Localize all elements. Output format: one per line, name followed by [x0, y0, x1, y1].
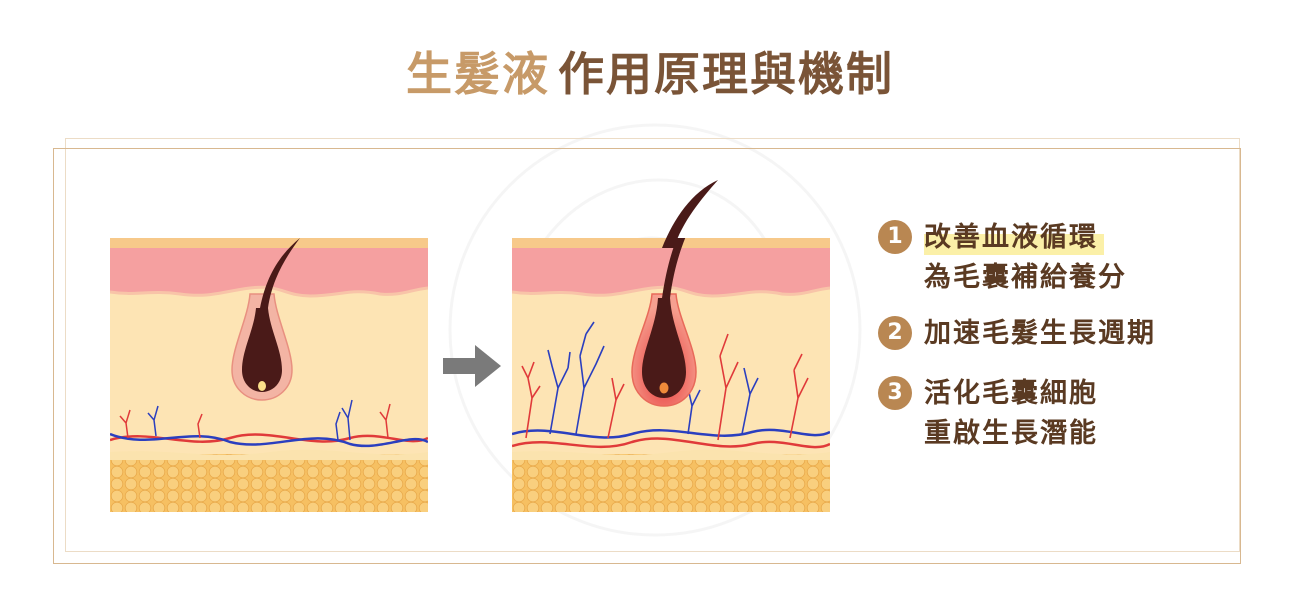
benefit-line: 為毛囊補給養分 — [924, 262, 1127, 293]
benefit-line: 活化毛囊細胞 — [924, 378, 1098, 409]
benefit-item-2: 2 加速毛髮生長週期 — [878, 314, 1258, 354]
benefit-line: 改善血液循環 — [924, 218, 1104, 258]
title-highlight: 生髮液 — [406, 47, 550, 101]
benefit-line: 加速毛髮生長週期 — [924, 318, 1156, 349]
page-title: 生髮液作用原理與機制 — [0, 38, 1300, 104]
decorative-frame-inner — [65, 138, 1240, 552]
benefit-item-3: 3 活化毛囊細胞 重啟生長潛能 — [878, 374, 1258, 454]
benefit-line: 重啟生長潛能 — [924, 418, 1098, 449]
benefits-list: 1 改善血液循環 為毛囊補給養分 2 加速毛髮生長週期 3 活化毛囊細胞 重啟生… — [878, 218, 1258, 478]
right-arrow-icon — [443, 345, 501, 387]
benefit-item-1: 1 改善血液循環 為毛囊補給養分 — [878, 218, 1258, 298]
hair-follicle-after — [512, 238, 830, 512]
step-number-badge: 1 — [878, 220, 912, 254]
title-rest: 作用原理與機制 — [558, 47, 894, 101]
hair-follicle-before — [110, 238, 428, 512]
step-number-badge: 2 — [878, 316, 912, 350]
hair-shaft-after — [662, 180, 718, 248]
decorative-frame-outer — [53, 148, 1241, 564]
step-number-badge: 3 — [878, 376, 912, 410]
